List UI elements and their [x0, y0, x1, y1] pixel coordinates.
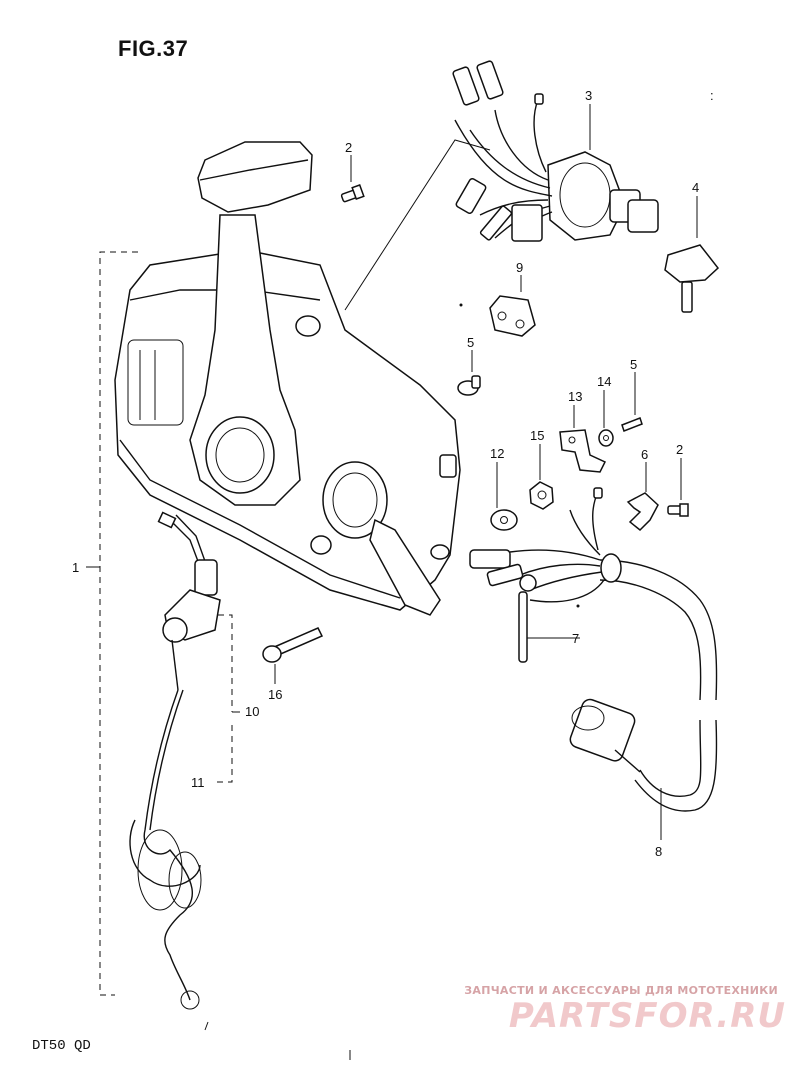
screw-2-right	[667, 503, 689, 517]
leader-box-to-switch	[344, 139, 491, 311]
stray-mark	[204, 1021, 209, 1031]
callout-11: 11	[191, 775, 205, 790]
callout-2-top: 2	[345, 140, 352, 155]
clamp-6	[626, 492, 659, 532]
callout-3: 3	[585, 88, 592, 103]
watermark-tagline: ЗАПЧАСТИ И АКСЕССУАРЫ ДЛЯ МОТОТЕХНИКИ	[464, 984, 778, 997]
callout-16: 16	[268, 687, 282, 702]
stray-marks: :	[710, 88, 714, 103]
callout-bracket-1	[99, 251, 138, 996]
washer-14	[598, 429, 614, 447]
callout-6: 6	[641, 447, 648, 462]
callout-5-left: 5	[467, 335, 474, 350]
callout-9: 9	[516, 260, 523, 275]
bolt-16	[262, 627, 324, 663]
key-4	[664, 244, 720, 313]
stray-dot	[459, 303, 463, 307]
harness-sleeve-8	[569, 553, 718, 812]
washer-12	[490, 509, 518, 531]
ignition-switch-3	[452, 60, 659, 242]
wire-harness-7	[469, 487, 605, 663]
screw-5-right	[621, 417, 643, 432]
watermark-logo: PARTSFOR.RU	[508, 996, 786, 1036]
figure-title: FIG.37	[118, 36, 189, 61]
stop-switch-lanyard	[129, 511, 221, 1010]
remote-control-box	[114, 141, 461, 616]
screw-2-top	[340, 184, 365, 203]
callout-bracket-11	[214, 725, 233, 783]
plate-9	[489, 295, 536, 337]
bracket-13	[559, 429, 607, 473]
callout-15: 15	[530, 428, 544, 443]
callout-14: 14	[597, 374, 611, 389]
nut-15	[529, 481, 554, 510]
callout-7: 7	[572, 631, 579, 646]
stray-dot	[576, 604, 580, 608]
callout-8: 8	[655, 844, 662, 859]
callout-5-right: 5	[630, 357, 637, 372]
callout-bracket-10	[218, 614, 233, 712]
model-code: DT50 QD	[32, 1038, 91, 1054]
callout-10: 10	[245, 704, 259, 719]
callout-13: 13	[568, 389, 582, 404]
callout-1: 1	[72, 560, 79, 575]
callout-2-right: 2	[676, 442, 683, 457]
callout-4: 4	[692, 180, 699, 195]
screw-5-left	[457, 375, 481, 396]
callout-12: 12	[490, 446, 504, 461]
